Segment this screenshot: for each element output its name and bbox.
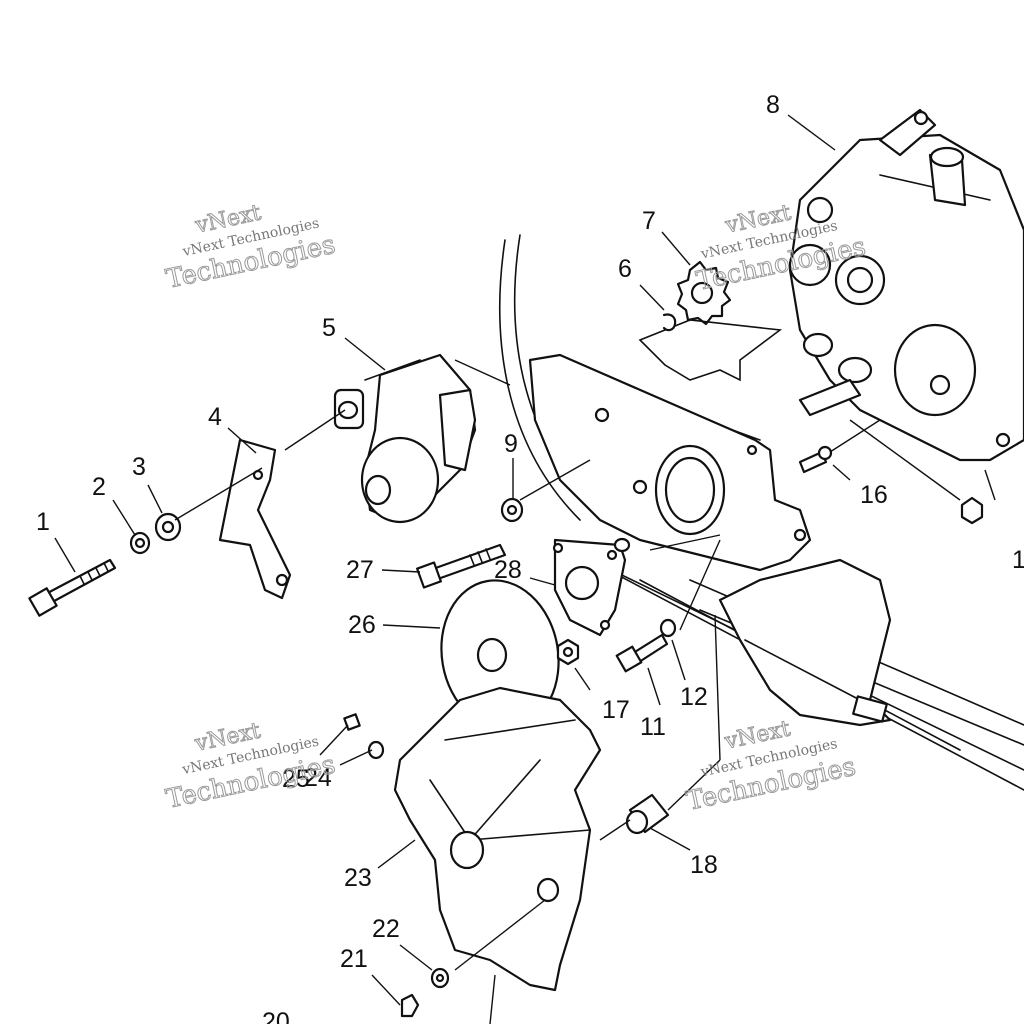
callout-2: 2 [92, 473, 106, 501]
callout-1: 1 [36, 508, 50, 536]
callout-24: 24 [304, 764, 332, 792]
callout-27: 27 [346, 556, 374, 584]
callout-28: 28 [494, 556, 522, 584]
stud-16 [798, 445, 833, 474]
nut-21 [400, 993, 420, 1018]
nut-right [960, 496, 984, 525]
watermark-top-left: vNext vNext Technologies Technologies [163, 200, 339, 295]
callout-20: 20 [262, 1008, 290, 1024]
callout-12: 12 [680, 683, 708, 711]
washer-22 [430, 967, 450, 989]
callout-8: 8 [766, 91, 780, 119]
bearing-plate-28 [552, 537, 631, 637]
bolt-11 [615, 633, 669, 673]
watermark-bottom-right: vNext vNext Technologies Technologies [683, 716, 859, 817]
guard-cover-23 [393, 686, 602, 992]
callout-17: 17 [602, 696, 630, 724]
mounting-plate [528, 353, 812, 572]
retaining-clip [662, 313, 677, 332]
callout-16: 16 [860, 481, 888, 509]
callout-1-right: 1 [1012, 546, 1024, 574]
callout-18: 18 [690, 851, 718, 879]
callout-6: 6 [618, 255, 632, 283]
callout-5: 5 [322, 314, 336, 342]
washer-2 [129, 531, 151, 555]
watermark-bottom-left: vNext vNext Technologies Technologies [163, 718, 339, 815]
callout-leaders [54, 114, 996, 1024]
callout-25: 25 [282, 765, 310, 793]
callout-3: 3 [132, 453, 146, 481]
drive-motor [333, 353, 477, 524]
washer-3 [154, 512, 182, 542]
gearcase [788, 108, 1024, 462]
watermark-top-right: vNext vNext Technologies Technologies [693, 200, 869, 297]
callout-26: 26 [348, 611, 376, 639]
callout-11: 11 [640, 713, 666, 741]
callout-23: 23 [344, 864, 372, 892]
callout-labels: 1 2 3 4 5 6 7 8 9 11 12 16 17 18 20 21 2… [36, 91, 1024, 1024]
lower-bracket [718, 558, 892, 727]
sprocket [638, 260, 783, 382]
assembly-lines [174, 359, 961, 971]
washer-12 [659, 618, 677, 638]
callout-7: 7 [642, 207, 656, 235]
callout-4: 4 [208, 403, 222, 431]
nut-17 [556, 638, 580, 666]
spacer-9 [500, 497, 524, 523]
mount-bracket [218, 438, 292, 600]
bolt-1 [28, 558, 117, 617]
spacer-18 [625, 793, 670, 835]
bolt-27 [416, 543, 507, 589]
callout-21: 21 [340, 945, 368, 973]
callout-9: 9 [504, 430, 518, 458]
washer-24 [367, 740, 385, 760]
callout-22: 22 [372, 915, 400, 943]
